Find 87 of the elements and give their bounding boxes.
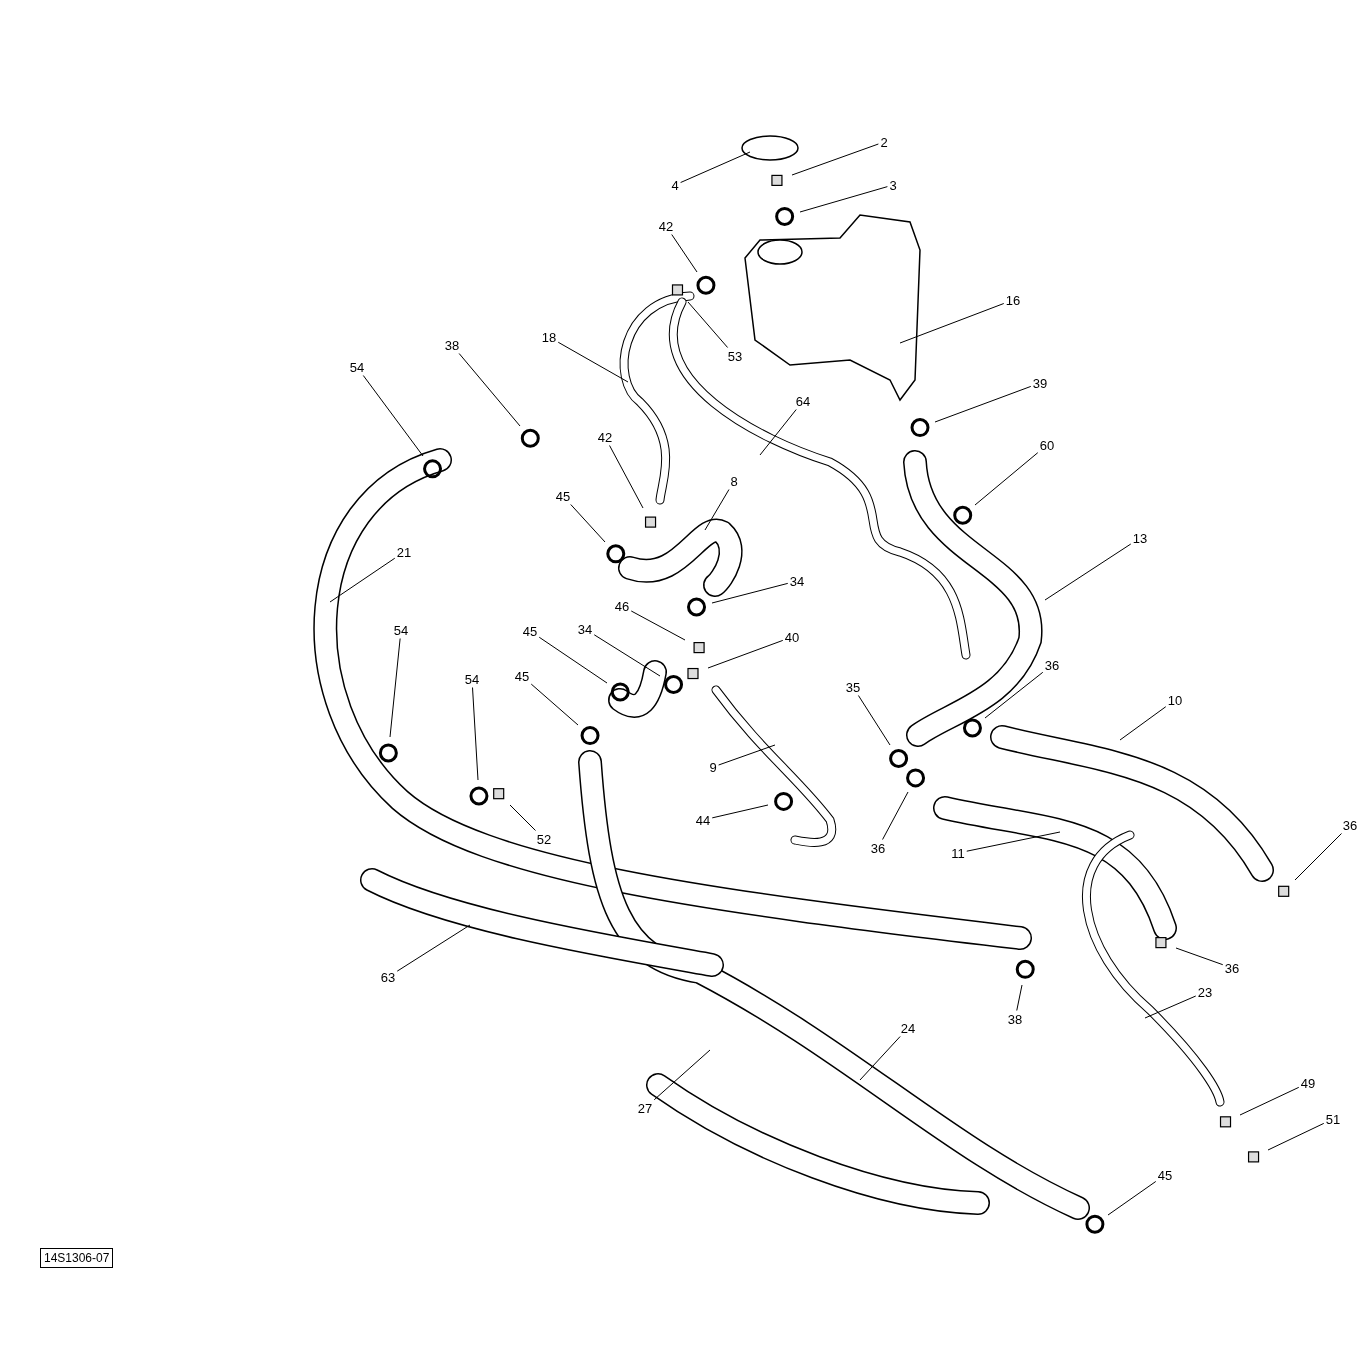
callout-number: 60 <box>1038 437 1056 453</box>
leader-line <box>538 636 608 684</box>
leader-line <box>680 151 751 184</box>
reference-code: 14S1306-07 <box>40 1248 114 1268</box>
callout-number: 9 <box>708 759 718 775</box>
callout-number: 36 <box>1341 817 1358 833</box>
callout-number: 34 <box>576 621 594 637</box>
callout-number: 36 <box>1223 960 1241 976</box>
callout-number: 49 <box>1299 1075 1317 1091</box>
leader-line <box>974 452 1039 506</box>
callout-number: 35 <box>844 679 862 695</box>
leader-line <box>593 634 661 677</box>
leader-line <box>1239 1086 1300 1116</box>
callout-number: 54 <box>392 622 410 638</box>
leader-line <box>1267 1122 1325 1151</box>
leader-line <box>711 582 789 604</box>
leader-line <box>791 143 879 176</box>
leader-line <box>396 924 471 972</box>
leader-line <box>509 804 536 831</box>
callout-number: 39 <box>1031 375 1049 391</box>
leader-line <box>859 1036 901 1081</box>
callout-number: 52 <box>535 831 553 847</box>
leader-line <box>557 341 629 383</box>
callout-number: 45 <box>1156 1167 1174 1183</box>
callout-number: 63 <box>379 969 397 985</box>
callout-number: 36 <box>1043 657 1061 673</box>
leader-line <box>530 683 579 726</box>
leader-line <box>1294 833 1342 881</box>
callout-number: 8 <box>729 473 739 489</box>
leader-line <box>472 687 479 781</box>
callout-number: 54 <box>463 671 481 687</box>
callout-number: 13 <box>1131 530 1149 546</box>
callout-number: 44 <box>694 812 712 828</box>
leader-line <box>1107 1181 1157 1216</box>
callout-number: 16 <box>1004 292 1022 308</box>
leader-line <box>609 445 644 509</box>
leader-line <box>1175 947 1224 966</box>
callout-number: 11 <box>950 845 966 861</box>
leader-line <box>1144 995 1197 1019</box>
callout-number: 45 <box>513 668 531 684</box>
callout-number: 40 <box>783 629 801 645</box>
leader-line <box>458 353 521 427</box>
leader-line <box>984 671 1044 719</box>
leader-line <box>570 504 606 543</box>
callout-number: 10 <box>1166 692 1184 708</box>
callout-number: 24 <box>899 1020 917 1036</box>
leader-line <box>687 301 729 348</box>
leader-line <box>882 791 909 840</box>
leader-line <box>329 557 396 603</box>
callout-number: 42 <box>596 429 614 445</box>
callout-number: 45 <box>554 488 572 504</box>
callout-number: 4 <box>670 177 680 193</box>
callout-number: 36 <box>869 840 887 856</box>
callout-number: 2 <box>879 134 889 150</box>
callout-number: 21 <box>395 544 413 560</box>
callout-number: 64 <box>794 393 812 409</box>
callout-number: 54 <box>348 359 366 375</box>
leader-line <box>759 409 797 456</box>
leader-line <box>707 639 784 669</box>
leader-line <box>966 831 1061 852</box>
callout-number: 38 <box>443 337 461 353</box>
leader-line <box>1044 543 1132 601</box>
leader-line <box>362 375 424 457</box>
callout-number: 34 <box>788 573 806 589</box>
leader-line <box>711 804 769 819</box>
leader-line <box>857 695 891 746</box>
callout-number: 51 <box>1324 1111 1342 1127</box>
callout-number: 46 <box>613 598 631 614</box>
callout-number: 45 <box>521 623 539 639</box>
callout-number: 38 <box>1006 1011 1024 1027</box>
callout-number: 23 <box>1196 984 1214 1000</box>
leader-line <box>799 186 888 213</box>
callout-number: 3 <box>888 177 898 193</box>
leader-line <box>630 610 686 641</box>
leader-line <box>718 744 776 766</box>
leader-line <box>1016 984 1023 1011</box>
leader-line <box>1119 706 1167 741</box>
leader-line <box>704 489 730 531</box>
callout-number: 53 <box>726 348 744 364</box>
leader-line <box>653 1049 711 1101</box>
callout-number: 42 <box>657 218 675 234</box>
callout-number: 18 <box>540 329 558 345</box>
leader-line <box>934 385 1032 423</box>
leader-line <box>899 303 1005 344</box>
leader-line <box>389 638 401 738</box>
leader-line <box>671 234 698 273</box>
callout-number: 27 <box>636 1100 654 1116</box>
